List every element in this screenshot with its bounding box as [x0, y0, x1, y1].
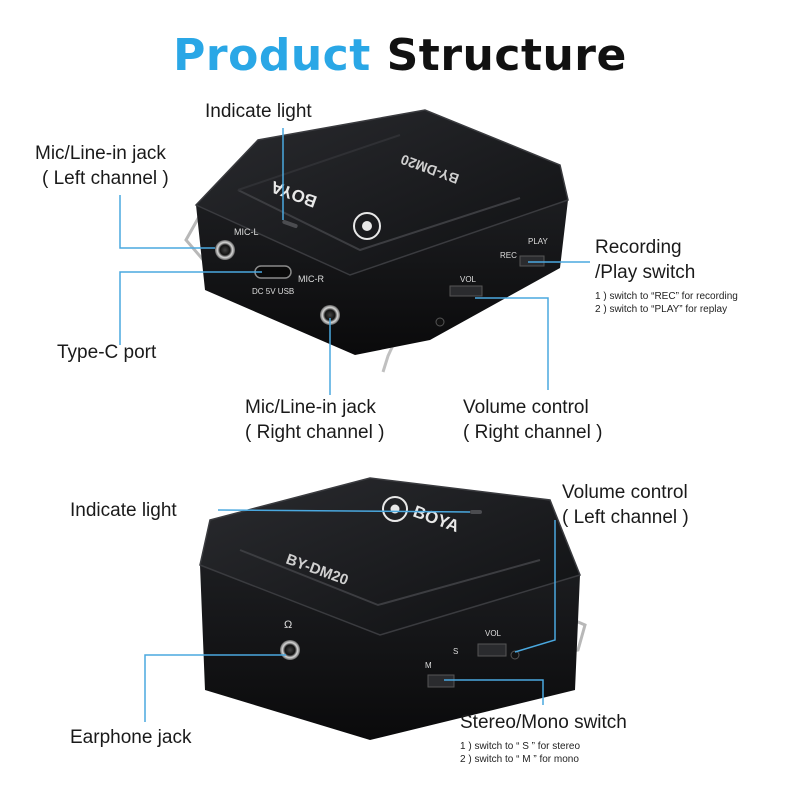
dc-usb-text: DC 5V USB [252, 287, 294, 296]
device-bottom-face [199, 477, 582, 636]
label-mic-left-1: Mic/Line-in jack [35, 143, 166, 164]
volume-wheel-right [449, 285, 483, 297]
leader-lines [119, 128, 590, 722]
device-top-face [194, 109, 569, 276]
label-mic-right-1: Mic/Line-in jack [245, 397, 376, 418]
leader-stereo-mono [444, 679, 544, 705]
title-accent: Product [173, 30, 371, 81]
leader-vol-right [475, 297, 549, 390]
rec-play-switch [519, 255, 545, 267]
device-top-side [196, 200, 568, 355]
device-top: BOYA BY-DM20 MIC-L MIC-R DC 5V USB VOL R… [184, 109, 569, 373]
label-rec-play-1: Recording [595, 237, 682, 258]
earphone-jack [280, 640, 300, 660]
label-vol-right-1: Volume control [463, 397, 589, 418]
label-vol-left-2: ( Left channel ) [562, 507, 689, 528]
leader-mic-left [119, 195, 215, 249]
brand-logo-icon-bottom [382, 496, 408, 522]
label-typec-port: Type-C port [57, 342, 157, 363]
label-stereo-sub2: 2 ) switch to “ M ” for mono [460, 754, 579, 765]
stereo-mono-switch [427, 674, 455, 688]
label-earphone-jack: Earphone jack [70, 727, 192, 748]
indicator-light-bottom [470, 510, 482, 514]
label-stereo-mono: Stereo/Mono switch [460, 712, 627, 733]
mic-r-jack [320, 305, 340, 325]
indicator-light-top [282, 219, 298, 229]
headphone-icon: Ω [284, 619, 292, 631]
label-vol-right-2: ( Right channel ) [463, 422, 603, 443]
label-vol-left-1: Volume control [562, 482, 688, 503]
mic-r-text: MIC-R [298, 274, 324, 284]
mic-l-jack [215, 240, 235, 260]
vol-text-top: VOL [460, 275, 477, 284]
s-text: S [453, 647, 458, 656]
title-main: Structure [386, 30, 627, 81]
volume-wheel-left [477, 643, 507, 657]
label-rec-play-sub2: 2 ) switch to “PLAY” for replay [595, 304, 728, 315]
mic-l-text: MIC-L [234, 227, 259, 237]
label-mic-left-2: ( Left channel ) [42, 168, 169, 189]
device-bottom: BOYA BY-DM20 Ω VOL M S [199, 477, 587, 740]
leader-typec [119, 271, 262, 345]
label-rec-play-sub1: 1 ) switch to “REC” for recording [595, 291, 738, 302]
device-bottom-side [200, 565, 580, 740]
page-title: Product Structure [0, 30, 800, 81]
brand-logo-icon-top [353, 212, 381, 240]
label-indicate-light-bottom: Indicate light [70, 500, 177, 521]
rec-text: REC [500, 251, 517, 260]
play-text: PLAY [528, 237, 549, 246]
label-mic-right-2: ( Right channel ) [245, 422, 385, 443]
label-stereo-sub1: 1 ) switch to “ S ” for stereo [460, 741, 581, 752]
label-rec-play-2: /Play switch [595, 262, 696, 283]
leader-vol-left [514, 520, 556, 653]
vol-text-bottom: VOL [485, 629, 502, 638]
leader-indicate-bottom [217, 509, 471, 513]
m-text: M [425, 661, 432, 670]
label-indicate-light-top: Indicate light [205, 101, 312, 122]
leader-earphone [144, 654, 286, 722]
